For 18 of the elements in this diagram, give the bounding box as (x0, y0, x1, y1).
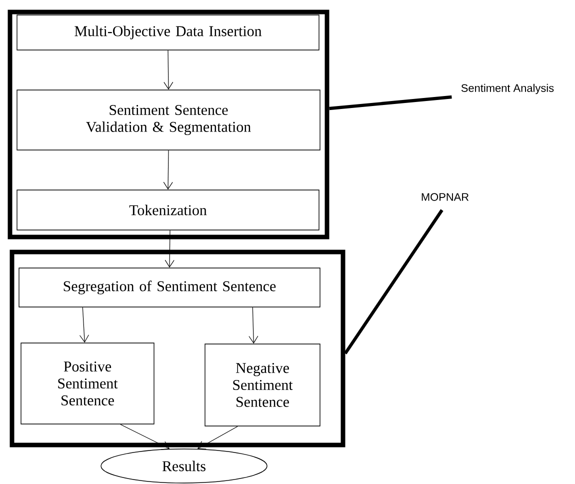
arrow (248, 307, 258, 344)
arrow (164, 230, 174, 268)
process-box: Positive Sentiment Sentence (20, 342, 154, 424)
process-box: Negative Sentiment Sentence (204, 344, 320, 426)
arrow (164, 50, 174, 90)
group-frame (8, 10, 330, 240)
process-box: Tokenization (16, 190, 320, 230)
process-box: Sentiment Sentence Validation & Segmentation (16, 90, 320, 150)
leader-line (329, 95, 452, 110)
leader-line (344, 209, 444, 354)
group-frame (10, 250, 346, 448)
callout-text: Sentiment Analysis (461, 84, 554, 94)
callout-text: MOPNAR (422, 193, 469, 201)
arrow (163, 150, 173, 190)
process-box: Multi-Objective Data Insertion (16, 14, 320, 50)
arrow (120, 424, 170, 450)
process-box: Segregation of Sentiment Sentence (18, 268, 320, 308)
arrow (79, 307, 89, 343)
